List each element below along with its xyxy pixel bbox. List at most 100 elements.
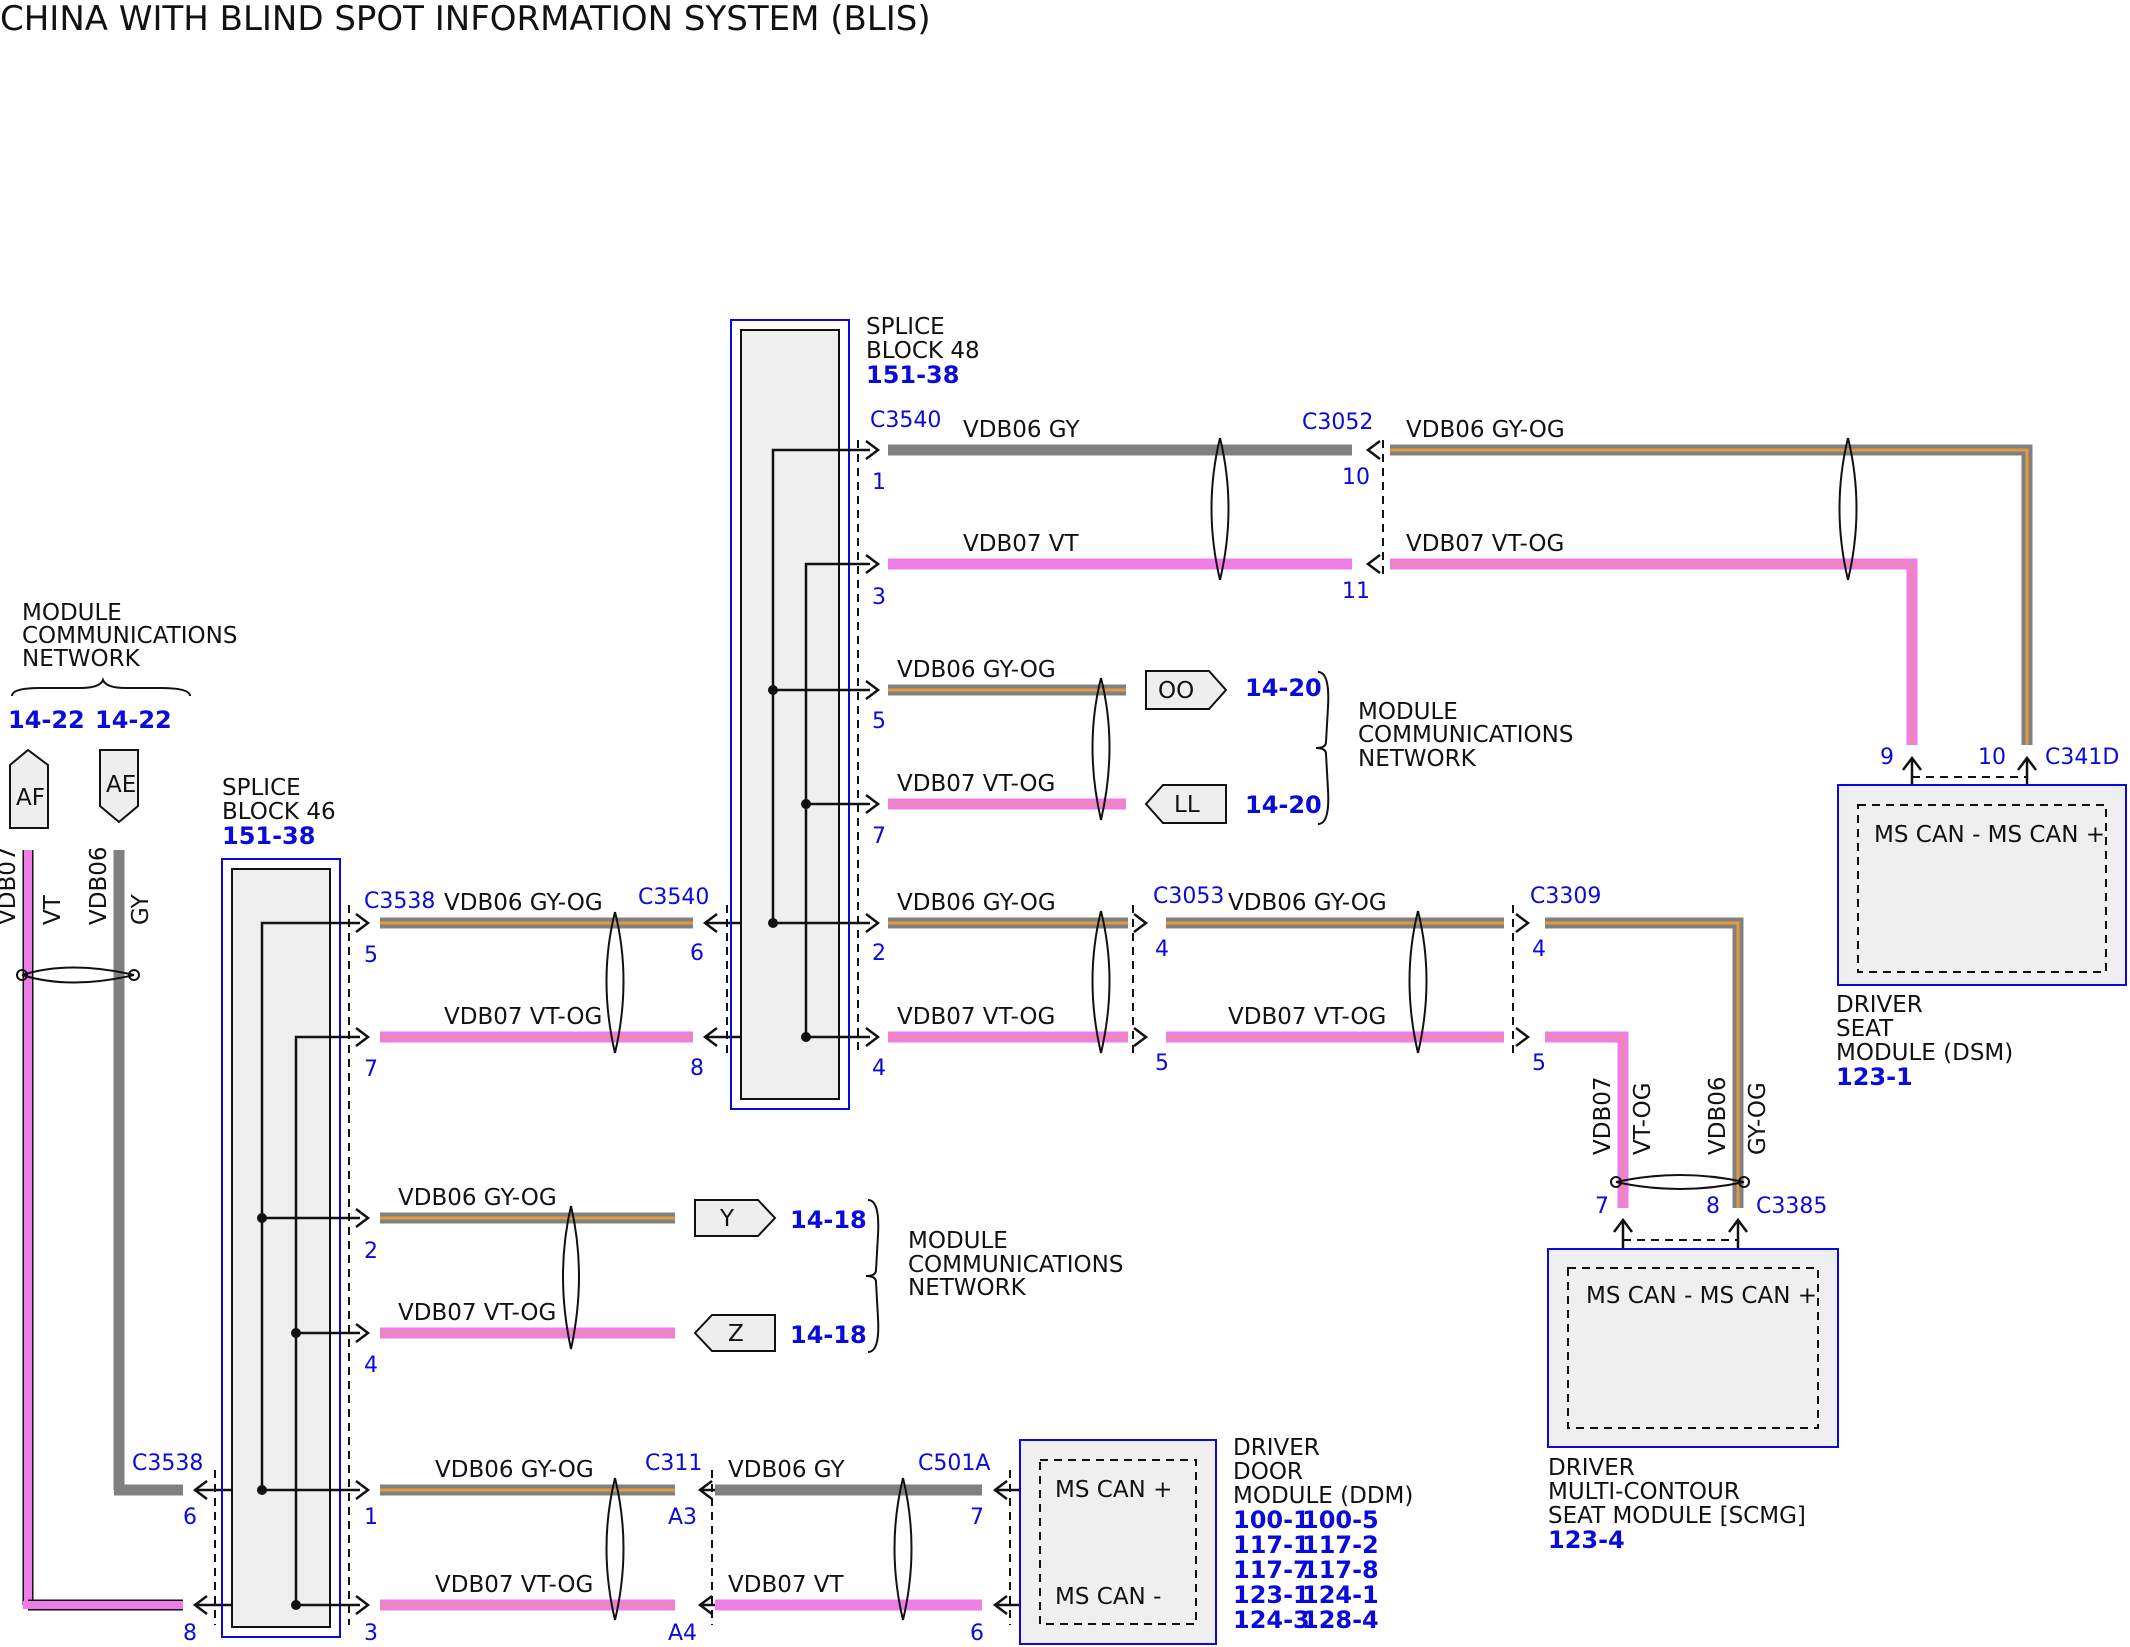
connector-c501a: C501A — [918, 1451, 990, 1476]
svg-text:7: 7 — [364, 1057, 378, 1082]
y-tag[interactable]: Y — [694, 1199, 777, 1237]
svg-text:VDB06 GY-OG: VDB06 GY-OG — [435, 1457, 594, 1483]
top-mcn-label: MODULE COMMUNICATIONS NETWORK — [1358, 699, 1573, 772]
svg-text:6: 6 — [183, 1505, 197, 1530]
dsm-module[interactable]: MS CAN - MS CAN + — [1837, 784, 2127, 986]
svg-text:VDB06 GY: VDB06 GY — [963, 417, 1080, 443]
svg-text:11: 11 — [1342, 579, 1370, 604]
svg-text:VDB06 GY-OG: VDB06 GY-OG — [1228, 890, 1387, 916]
page-title: CHINA WITH BLIND SPOT INFORMATION SYSTEM… — [0, 0, 931, 39]
svg-text:4: 4 — [1532, 937, 1546, 962]
svg-text:VDB07 VT-OG: VDB07 VT-OG — [897, 1004, 1055, 1030]
svg-text:VDB06: VDB06 — [86, 847, 112, 926]
svg-text:VDB06 GY-OG: VDB06 GY-OG — [1406, 417, 1565, 443]
svg-text:MS CAN - MS CAN +: MS CAN - MS CAN + — [1874, 822, 2105, 848]
svg-text:124-1: 124-1 — [1302, 1581, 1379, 1609]
svg-text:4: 4 — [1155, 937, 1169, 962]
scmg-wire-labels: VDB07 VT-OG VDB06 GY-OG — [1590, 1077, 1771, 1156]
svg-text:LL: LL — [1174, 792, 1200, 818]
svg-text:10: 10 — [1978, 745, 2006, 770]
svg-text:SPLICE: SPLICE — [866, 314, 945, 340]
svg-text:14-18: 14-18 — [790, 1321, 867, 1349]
svg-text:MS CAN - MS CAN +: MS CAN - MS CAN + — [1586, 1283, 1817, 1309]
svg-text:VDB07 VT: VDB07 VT — [728, 1572, 845, 1598]
oo-tag[interactable]: OO — [1145, 670, 1228, 710]
wire-c3309-to-scmg-vt-og — [1545, 1031, 1629, 1208]
connector-c311: C311 — [645, 1451, 702, 1476]
svg-text:DRIVER: DRIVER — [1548, 1455, 1635, 1481]
ddm-module[interactable]: MS CAN + MS CAN - — [1019, 1439, 1217, 1645]
svg-text:GY-OG: GY-OG — [1745, 1082, 1771, 1155]
splice-block-46[interactable] — [221, 858, 341, 1638]
svg-text:NETWORK: NETWORK — [908, 1275, 1027, 1301]
splice-block-48[interactable] — [730, 319, 850, 1110]
svg-text:MODULE: MODULE — [22, 600, 122, 626]
svg-text:128-4: 128-4 — [1302, 1606, 1379, 1634]
svg-text:10: 10 — [1342, 465, 1370, 490]
z-tag[interactable]: Z — [693, 1314, 776, 1352]
svg-text:DRIVER: DRIVER — [1233, 1435, 1320, 1461]
ae-tag[interactable]: AE — [99, 749, 139, 824]
svg-text:8: 8 — [183, 1621, 197, 1646]
svg-text:2: 2 — [872, 941, 886, 966]
svg-text:SEAT: SEAT — [1836, 1016, 1894, 1042]
svg-text:123-1: 123-1 — [1836, 1063, 1913, 1091]
svg-text:Z: Z — [728, 1321, 744, 1347]
left-mcn-brace — [11, 677, 191, 697]
svg-text:5: 5 — [872, 709, 886, 734]
svg-text:VDB06: VDB06 — [1705, 1077, 1731, 1156]
svg-text:6: 6 — [970, 1621, 984, 1646]
svg-text:6: 6 — [690, 941, 704, 966]
svg-text:117-8: 117-8 — [1302, 1556, 1379, 1584]
svg-text:VDB07 VT-OG: VDB07 VT-OG — [1228, 1004, 1386, 1030]
connector-c3540-b: C3540 — [870, 408, 941, 433]
svg-text:Y: Y — [719, 1206, 735, 1232]
svg-text:117-7: 117-7 — [1233, 1556, 1310, 1584]
svg-text:COMMUNICATIONS: COMMUNICATIONS — [1358, 722, 1573, 748]
svg-text:9: 9 — [1880, 745, 1894, 770]
svg-text:MS CAN +: MS CAN + — [1055, 1477, 1172, 1503]
svg-text:100-5: 100-5 — [1302, 1506, 1379, 1534]
svg-text:VDB07 VT-OG: VDB07 VT-OG — [1406, 531, 1564, 557]
svg-text:OO: OO — [1158, 678, 1194, 704]
svg-text:VDB06 GY-OG: VDB06 GY-OG — [897, 657, 1056, 683]
connector-c3538: C3538 — [364, 889, 435, 914]
svg-text:AF: AF — [16, 785, 45, 811]
mid-mcn-label: MODULE COMMUNICATIONS NETWORK — [908, 1228, 1123, 1301]
twist-symbol-left — [16, 966, 140, 984]
wire-c3309-to-scmg-gy-og — [1545, 917, 1744, 1208]
svg-text:VDB07: VDB07 — [0, 847, 21, 926]
svg-text:14-20: 14-20 — [1245, 791, 1322, 819]
af-tag[interactable]: AF — [9, 748, 49, 829]
svg-text:VT-OG: VT-OG — [1630, 1082, 1656, 1155]
connector-c3540-a: C3540 — [638, 885, 709, 910]
svg-text:VDB07 VT-OG: VDB07 VT-OG — [398, 1300, 556, 1326]
splice-block-48-label: SPLICE BLOCK 48 151-38 — [866, 314, 980, 389]
svg-text:123-4: 123-4 — [1548, 1526, 1625, 1554]
svg-text:14-20: 14-20 — [1245, 674, 1322, 702]
svg-text:MODULE (DDM): MODULE (DDM) — [1233, 1483, 1413, 1509]
svg-text:MODULE: MODULE — [908, 1228, 1008, 1254]
svg-text:GY: GY — [128, 893, 154, 925]
scmg-module[interactable]: MS CAN - MS CAN + — [1547, 1248, 1839, 1448]
svg-text:VDB06 GY-OG: VDB06 GY-OG — [398, 1185, 557, 1211]
svg-text:MODULE (DSM): MODULE (DSM) — [1836, 1040, 2013, 1066]
svg-text:COMMUNICATIONS: COMMUNICATIONS — [908, 1252, 1123, 1278]
wire-c3052-to-dsm-vt-og — [1390, 558, 1918, 745]
svg-text:5: 5 — [364, 943, 378, 968]
svg-text:VDB07: VDB07 — [1590, 1077, 1616, 1156]
svg-text:151-38: 151-38 — [866, 361, 959, 389]
svg-text:BLOCK 48: BLOCK 48 — [866, 338, 980, 364]
svg-text:7: 7 — [1595, 1194, 1609, 1219]
ddm-label: DRIVER DOOR MODULE (DDM) 100-1 100-5 117… — [1233, 1435, 1413, 1634]
scmg-label: DRIVER MULTI-CONTOUR SEAT MODULE [SCMG] … — [1548, 1455, 1806, 1554]
svg-text:COMMUNICATIONS: COMMUNICATIONS — [22, 623, 237, 649]
svg-text:VDB06 GY: VDB06 GY — [728, 1457, 845, 1483]
ll-tag[interactable]: LL — [1144, 784, 1227, 824]
svg-text:BLOCK 46: BLOCK 46 — [222, 799, 336, 825]
svg-text:NETWORK: NETWORK — [22, 646, 141, 672]
mid-mcn-brace — [865, 1199, 880, 1353]
svg-text:117-2: 117-2 — [1302, 1531, 1379, 1559]
svg-text:8: 8 — [1706, 1194, 1720, 1219]
